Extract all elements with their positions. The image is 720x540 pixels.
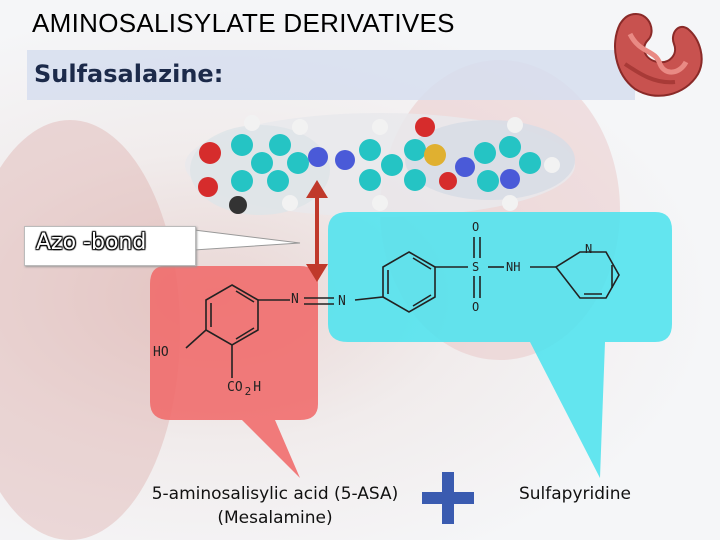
carboxyl-co: CO	[227, 380, 243, 395]
sulfonyl-oxygen-top: O	[472, 220, 480, 234]
azo-label-pointer	[193, 229, 301, 251]
intestine-icon	[614, 12, 703, 97]
sulfonyl-phenyl-ring	[354, 237, 556, 313]
molecule-3d-model	[185, 113, 575, 217]
sulfur-label: S	[472, 260, 480, 274]
azo-bond-arrow	[306, 180, 328, 282]
caption-sulfapyridine: Sulfapyridine	[518, 484, 631, 504]
caption-5-asa: 5-aminosalisylic acid (5-ASA) (Mesalamin…	[125, 484, 425, 528]
azo-nitrogen-right: N	[338, 294, 346, 309]
left-callout	[150, 266, 318, 478]
caption-5-asa-line1: 5-aminosalisylic acid (5-ASA)	[151, 484, 399, 504]
azo-bond-label: Azo -bond	[36, 230, 147, 255]
right-callout	[328, 212, 672, 478]
sulfonyl-oxygen-bottom: O	[472, 300, 480, 314]
amine-label: NH	[506, 260, 521, 274]
caption-5-asa-line2: (Mesalamine)	[217, 508, 333, 528]
slide-subtitle: Sulfasalazine:	[34, 60, 224, 88]
carboxyl-h: H	[253, 380, 262, 395]
atom-group	[198, 115, 560, 214]
plus-icon	[422, 472, 474, 524]
subtitle-bar	[27, 50, 635, 100]
carboxyl-subscript: 2	[244, 385, 252, 398]
pyridine-ring	[554, 251, 620, 299]
azo-nitrogen-left: N	[291, 292, 299, 307]
hydroxyl-label: HO	[153, 345, 169, 360]
slide-title: AMINOSALISYLATE DERIVATIVES	[32, 8, 455, 38]
pyridine-nitrogen: N	[585, 242, 593, 256]
azo-label-box	[24, 226, 196, 266]
salicylic-ring	[185, 284, 334, 378]
